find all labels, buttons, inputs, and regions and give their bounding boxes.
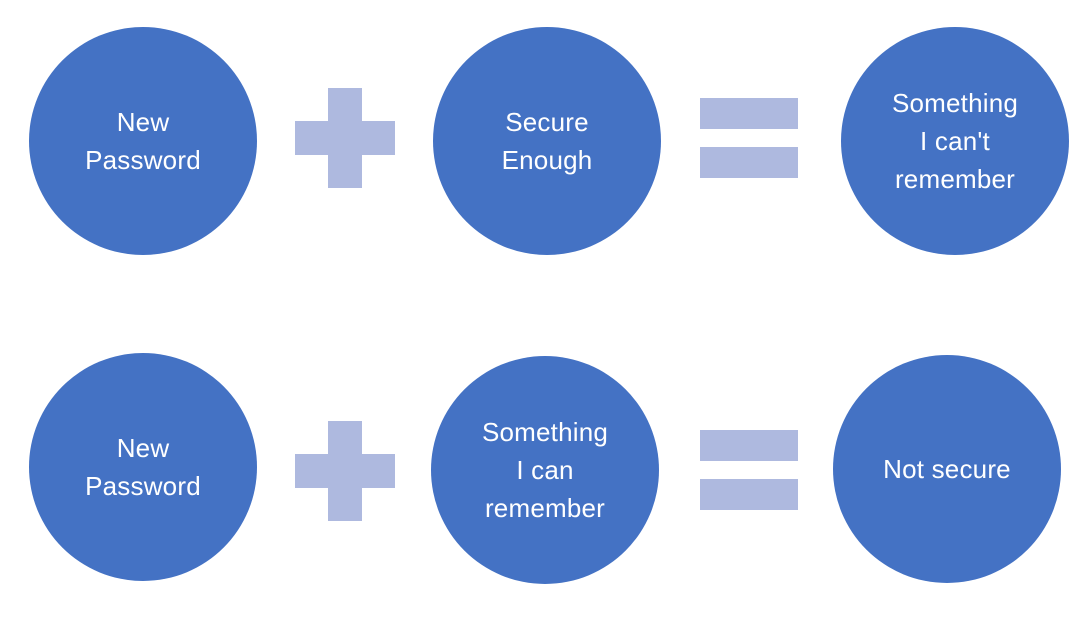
circle-text-line: Something <box>891 88 1019 118</box>
circle-text-line: remember <box>894 164 1016 194</box>
circle-text-line: Enough <box>501 145 593 175</box>
circle-text-line: remember <box>484 493 606 523</box>
circle-text-line: Not secure <box>883 454 1011 484</box>
circle-text-line: Something <box>481 417 609 447</box>
circle-new-password-row1: New Password <box>29 27 257 255</box>
circle-text-line: New <box>116 433 170 463</box>
circle-not-secure: Not secure <box>833 355 1061 583</box>
equals-icon <box>700 430 798 510</box>
circle-new-password-row2: New Password <box>29 353 257 581</box>
circle-text-line: Password <box>85 471 201 501</box>
circle-text-line: I can't <box>920 126 990 156</box>
circle-something-i-cant-remember: Something I can't remember <box>841 27 1069 255</box>
equals-icon <box>700 98 798 178</box>
circle-something-i-can-remember: Something I can remember <box>431 356 659 584</box>
plus-icon <box>295 88 395 188</box>
plus-icon <box>295 421 395 521</box>
circle-text-line: Secure <box>505 107 589 137</box>
circle-secure-enough: Secure Enough <box>433 27 661 255</box>
circle-text-line: Password <box>85 145 201 175</box>
circle-text-line: New <box>116 107 170 137</box>
circle-text-line: I can <box>516 455 574 485</box>
